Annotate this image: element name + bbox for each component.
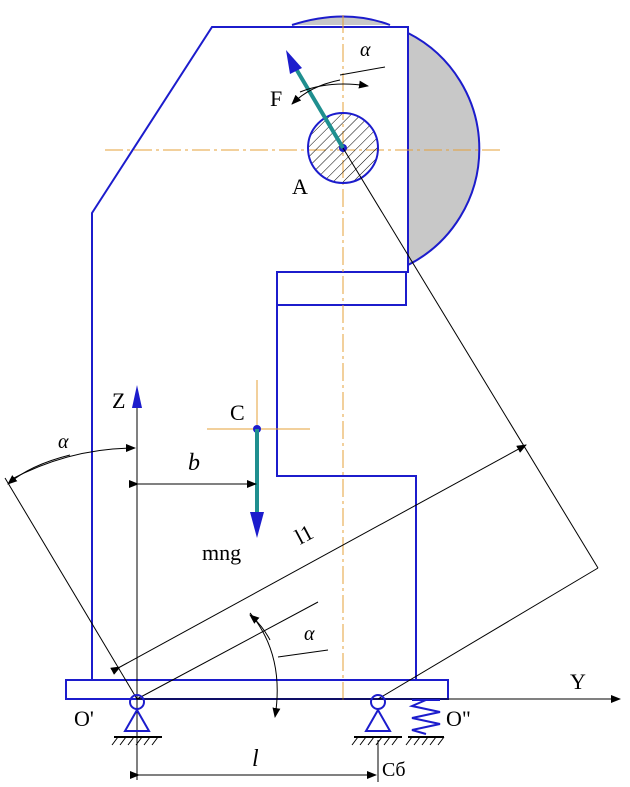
label-angle-bottom: α <box>304 623 315 645</box>
label-force: F <box>270 86 282 111</box>
force-vector <box>290 60 345 150</box>
force-arrowhead <box>286 50 302 74</box>
label-angle-top: α <box>360 39 371 61</box>
force-extension <box>342 147 599 569</box>
label-support-right: O" <box>446 706 471 731</box>
pin-support-icon <box>111 694 162 746</box>
angle-arc-left <box>9 444 136 481</box>
dim-l1-line <box>110 444 527 675</box>
label-stiffness: Cб <box>382 759 406 781</box>
spring-icon <box>405 699 445 746</box>
angle-arc-top-left <box>291 79 341 105</box>
weight-arrowhead <box>250 512 264 538</box>
label-axis-y: Y <box>570 669 586 694</box>
label-support-left: O' <box>74 706 94 731</box>
angle-arc-top <box>299 80 369 93</box>
label-axis-z: Z <box>112 388 125 413</box>
axis-z-arrowhead <box>132 385 142 408</box>
label-dim-l: l <box>252 746 259 772</box>
angle-leader-bottom <box>277 649 329 658</box>
flywheel-segment <box>407 31 481 267</box>
label-weight: mng <box>202 540 241 565</box>
base-plate <box>65 679 449 700</box>
label-angle-left: α <box>58 431 69 453</box>
roller-support-icon <box>351 694 402 746</box>
frame-slot-block <box>276 271 407 306</box>
label-point-a: A <box>292 174 308 199</box>
angle-arc-bottom <box>249 612 281 718</box>
rotated-horizontal <box>136 601 319 700</box>
l1-ext <box>377 567 599 700</box>
label-dim-l1: l1 <box>291 519 318 549</box>
angle-leader-top <box>339 66 386 76</box>
rotated-vertical <box>4 477 138 700</box>
label-dim-b: b <box>188 450 200 476</box>
label-point-c: C <box>230 400 245 425</box>
angle-arc-left-start <box>7 454 71 485</box>
flywheel-top <box>291 15 391 26</box>
angle-arc-bottom-start <box>249 614 271 641</box>
